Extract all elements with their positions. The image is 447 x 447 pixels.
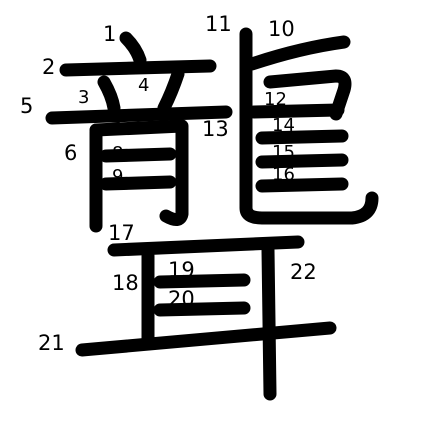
stroke-number-10: 10 xyxy=(268,17,295,41)
stroke-14 xyxy=(255,129,349,145)
stroke-22 xyxy=(261,243,277,401)
stroke-13 xyxy=(247,103,345,119)
stroke-12 xyxy=(263,69,352,121)
stroke-number-9: 9 xyxy=(112,166,123,187)
stroke-3 xyxy=(97,75,121,115)
stroke-number-8: 8 xyxy=(112,143,123,164)
stroke-number-14: 14 xyxy=(272,115,295,136)
stroke-2 xyxy=(59,59,217,77)
stroke-8 xyxy=(99,147,177,163)
stroke-number-6: 6 xyxy=(64,141,77,165)
stroke-1 xyxy=(119,31,147,67)
stroke-11 xyxy=(239,27,379,225)
stroke-16 xyxy=(255,177,349,193)
stroke-15 xyxy=(255,153,349,169)
stroke-number-7: 7 xyxy=(110,118,121,139)
stroke-number-19: 19 xyxy=(168,258,195,282)
stroke-5 xyxy=(45,105,233,125)
stroke-number-13: 13 xyxy=(202,117,229,141)
stroke-20 xyxy=(153,301,251,317)
stroke-9 xyxy=(99,175,177,191)
stroke-17 xyxy=(107,235,305,257)
stroke-7 xyxy=(89,119,189,226)
stroke-number-12: 12 xyxy=(264,89,287,110)
stroke-number-2: 2 xyxy=(42,55,55,79)
stroke-number-5: 5 xyxy=(20,94,33,118)
stroke-number-1: 1 xyxy=(103,22,116,46)
stroke-number-3: 3 xyxy=(78,87,89,108)
stroke-number-20: 20 xyxy=(168,287,195,311)
stroke-4 xyxy=(157,67,185,115)
stroke-number-11: 11 xyxy=(205,12,232,36)
stroke-number-15: 15 xyxy=(272,142,295,163)
stroke-21 xyxy=(75,321,337,357)
stroke-10 xyxy=(245,35,351,71)
stroke-19 xyxy=(153,273,251,289)
stroke-number-4: 4 xyxy=(138,75,149,96)
stroke-number-17: 17 xyxy=(108,221,135,245)
stroke-number-18: 18 xyxy=(112,271,139,295)
stroke-number-21: 21 xyxy=(38,331,65,355)
stroke-number-22: 22 xyxy=(290,260,317,284)
stroke-number-16: 16 xyxy=(272,164,295,185)
